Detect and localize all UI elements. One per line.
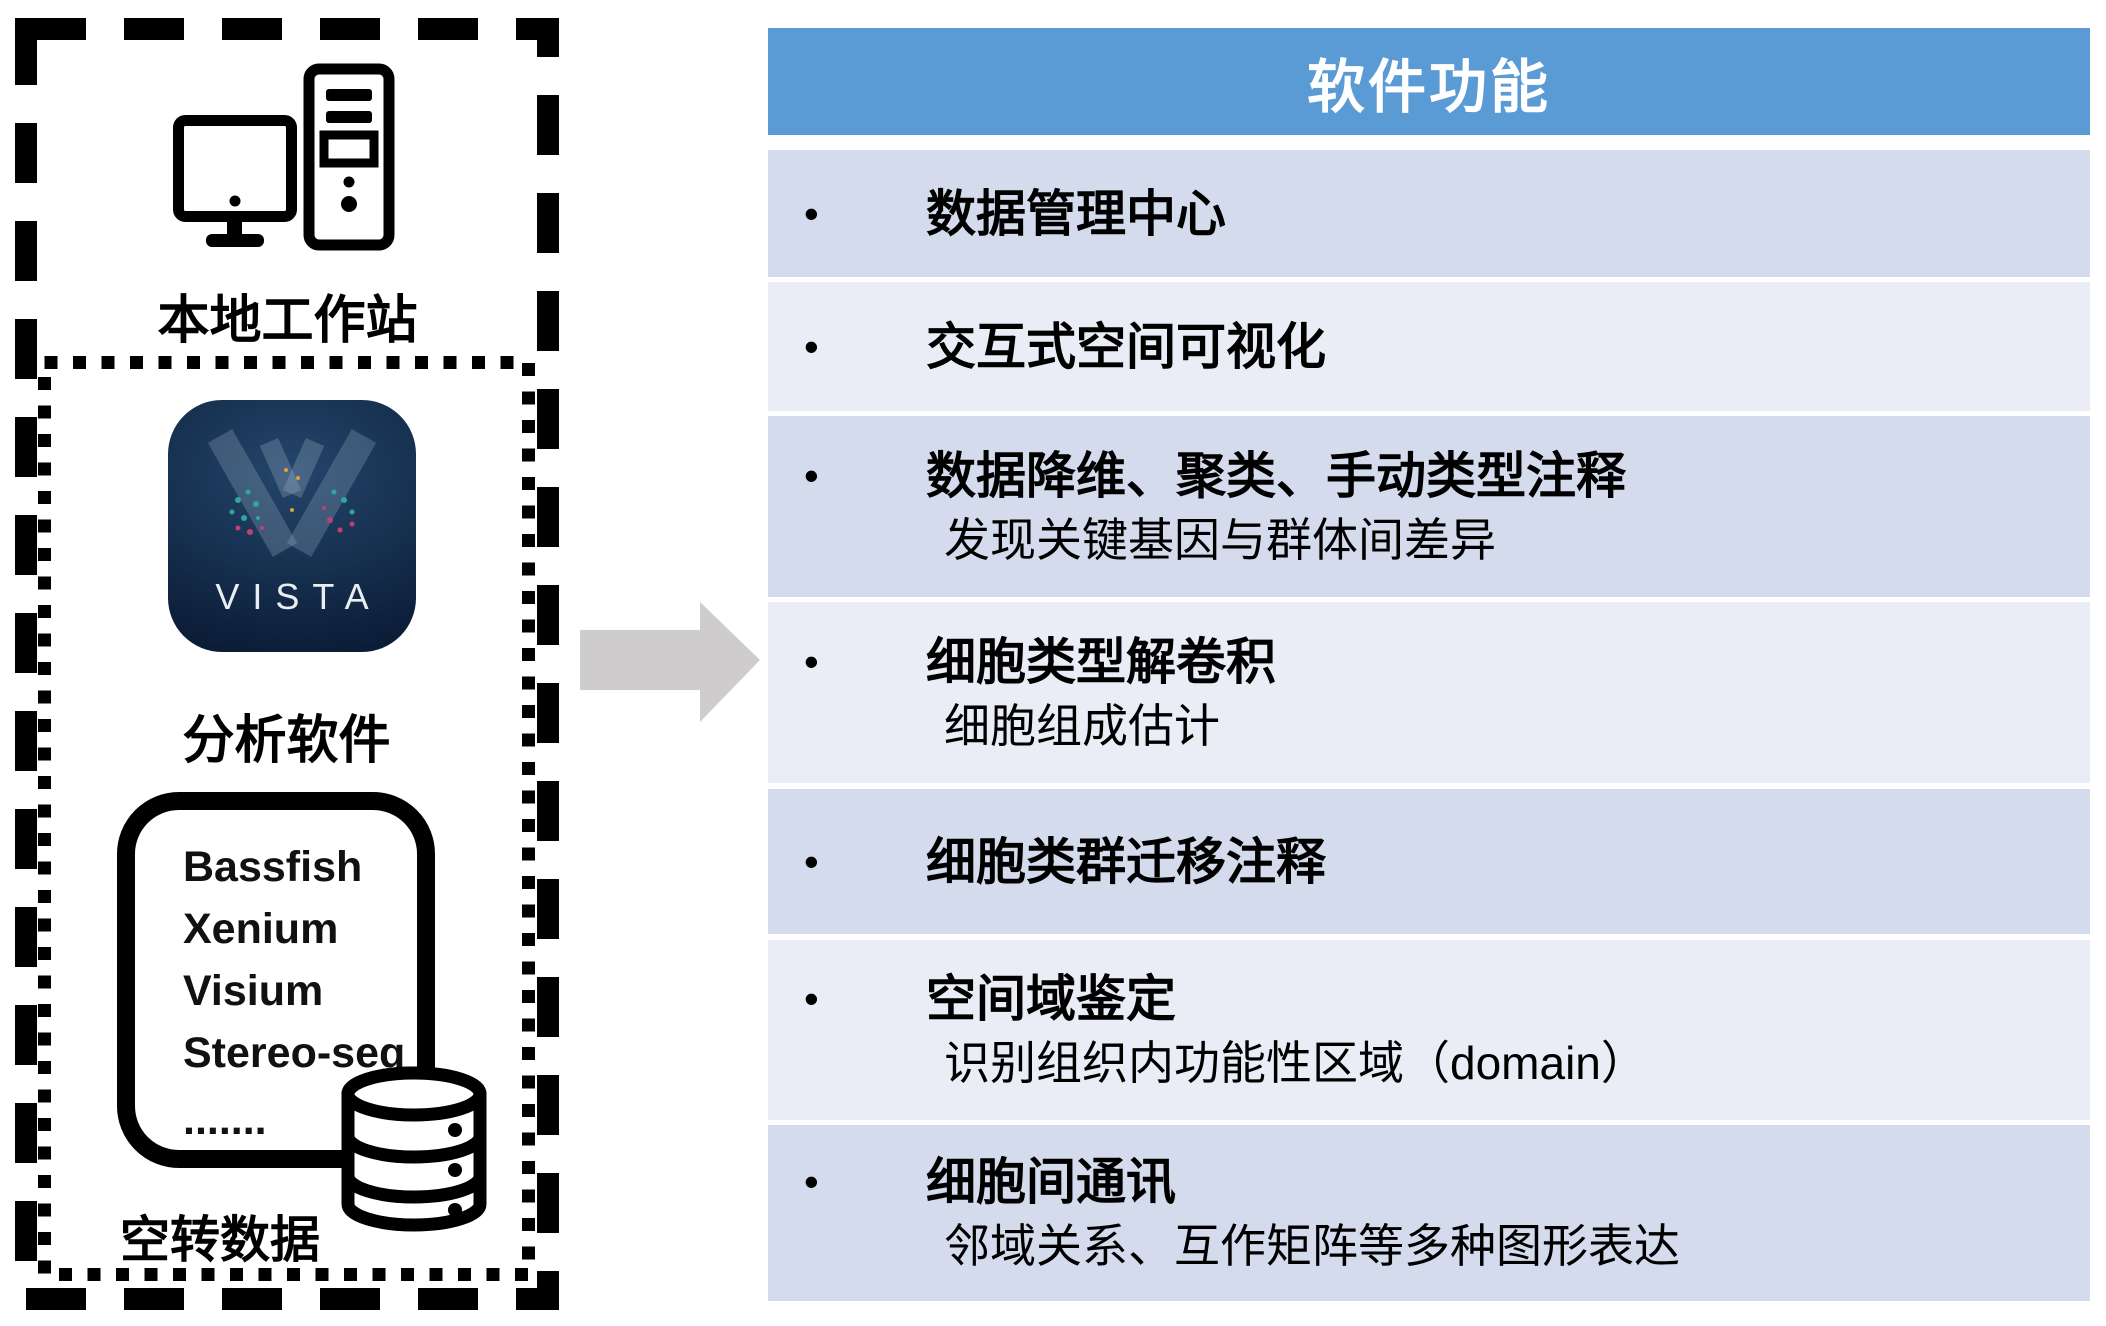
row-subtitle: 识别组织内功能性区域（domain）: [944, 1037, 1647, 1089]
analysis-software-label: 分析软件: [182, 712, 391, 770]
platform-list-item: .......: [183, 1096, 267, 1144]
table-row: • 细胞类型解卷积 细胞组成估计: [768, 602, 2090, 783]
row-bullet: •: [804, 975, 819, 1022]
vista-logo: [207, 429, 377, 557]
platform-list-item: Bassfish: [183, 843, 363, 891]
row-bullet: •: [804, 451, 819, 499]
vista-wordmark: VISTA: [215, 576, 382, 617]
row-bullet: •: [804, 837, 819, 885]
table-header: 软件功能: [768, 28, 2090, 135]
outer-dashed-border: [15, 18, 559, 1310]
row-title: 空间域鉴定: [926, 971, 1176, 1027]
table-row: • 数据管理中心: [768, 150, 2090, 277]
table-row: • 数据降维、聚类、手动类型注释 发现关键基因与群体间差异: [768, 416, 2090, 597]
flow-arrow-icon: [580, 602, 760, 722]
spatial-data-label: 空转数据: [120, 1212, 320, 1268]
table-row: • 细胞间通讯 邻域关系、互作矩阵等多种图形表达: [768, 1125, 2090, 1301]
table-row: • 交互式空间可视化: [768, 282, 2090, 411]
row-subtitle: 发现关键基因与群体间差异: [944, 513, 1496, 566]
row-title: 数据降维、聚类、手动类型注释: [926, 447, 1626, 504]
workstation-label: 本地工作站: [157, 292, 418, 350]
row-title: 细胞类群迁移注释: [926, 833, 1326, 890]
row-title: 细胞间通讯: [926, 1154, 1176, 1210]
table-row: • 细胞类群迁移注释: [768, 789, 2090, 934]
row-title: 细胞类型解卷积: [926, 633, 1276, 690]
table-header-title: 软件功能: [1306, 54, 1551, 120]
database-icon: [341, 1066, 487, 1232]
row-title: 数据管理中心: [926, 185, 1226, 242]
workstation-icon: [173, 63, 395, 251]
platform-list-item: Stereo-seq: [183, 1029, 406, 1077]
row-title: 交互式空间可视化: [926, 318, 1326, 375]
row-bullet: •: [804, 322, 819, 370]
row-bullet: •: [804, 1158, 819, 1205]
row-subtitle: 邻域关系、互作矩阵等多种图形表达: [944, 1220, 1680, 1272]
table-row: • 空间域鉴定 识别组织内功能性区域（domain）: [768, 940, 2090, 1120]
platform-list-item: Visium: [183, 967, 324, 1015]
feature-table: 软件功能 • 数据管理中心 • 交互式空间可视化 • 数据降维、聚类、手动类型注…: [768, 28, 2090, 1301]
platform-list-item: Xenium: [183, 905, 339, 953]
row-bullet: •: [804, 637, 819, 685]
row-subtitle: 细胞组成估计: [944, 699, 1220, 752]
vista-app-icon: VISTA: [168, 400, 416, 652]
row-bullet: •: [804, 189, 819, 237]
